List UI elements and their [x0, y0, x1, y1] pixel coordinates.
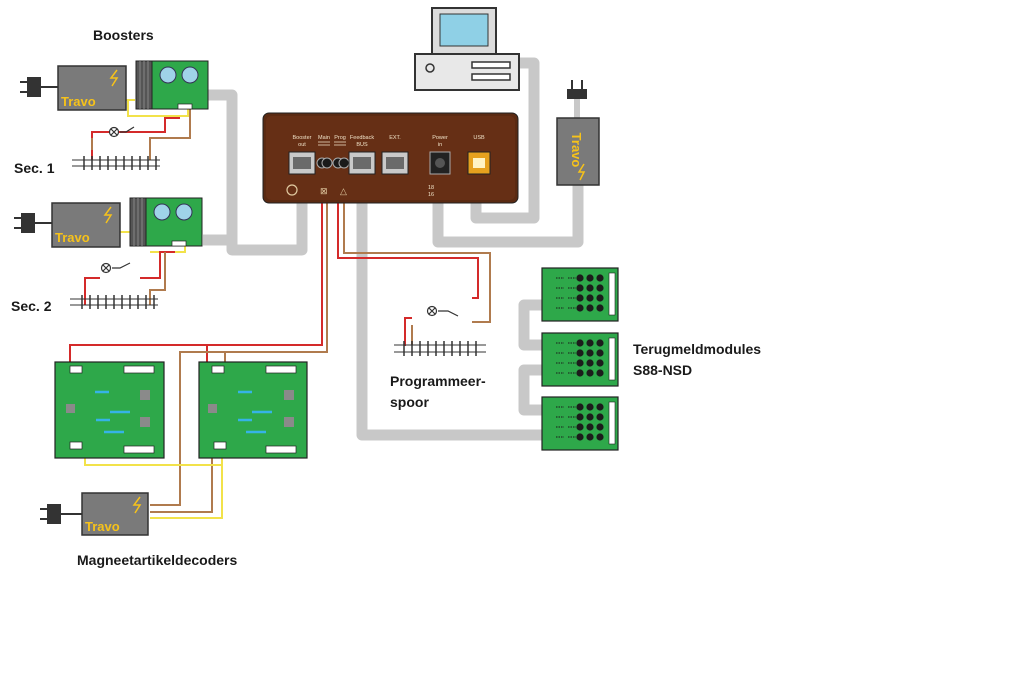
lbl-feedback-1: Feedback	[350, 135, 374, 141]
wire-b2-brown	[149, 252, 166, 305]
lamp-icon	[100, 262, 112, 274]
lbl-power-1: Power	[432, 135, 448, 141]
cable-usb	[470, 57, 540, 224]
programmeer-label-line2: spoor	[390, 394, 429, 410]
travo-booster1-label: Travo	[61, 94, 96, 109]
programmeer-label-line1: Programmeer-	[390, 373, 486, 389]
plug-icon	[40, 504, 82, 524]
lightning-icon	[132, 496, 142, 514]
plug-icon	[20, 77, 58, 97]
lbl-main: Main	[318, 135, 330, 141]
lightning-icon	[103, 206, 113, 224]
monitor-screen	[439, 13, 489, 47]
lightning-icon	[109, 69, 119, 87]
wire-main-red	[69, 172, 323, 362]
terugmeld-label-line2: S88-NSD	[633, 362, 693, 378]
plug-icon	[14, 213, 52, 233]
booster-2-board	[145, 197, 203, 247]
wire-prog-red	[337, 172, 479, 299]
s88-module-1	[541, 267, 619, 322]
cable-s88-2-3	[518, 364, 542, 416]
cable-s88-1-2	[518, 299, 542, 351]
lbl-voltage-1: 18	[428, 185, 434, 191]
travo-right: Travo	[556, 80, 600, 186]
sec2-label: Sec. 2	[11, 298, 52, 314]
computer	[414, 7, 520, 91]
decoder-2	[198, 361, 308, 459]
travo-booster1: Travo	[20, 65, 127, 111]
svg-text:△: △	[340, 186, 347, 196]
track-sec2	[70, 295, 158, 309]
lbl-voltage-2: 16	[428, 192, 434, 198]
s88-module-3	[541, 396, 619, 451]
switch-icon	[438, 310, 459, 317]
cable-power	[432, 175, 584, 248]
s88-module-2	[541, 332, 619, 387]
lamp-icon	[108, 126, 120, 138]
lbl-booster-out-1: Booster	[293, 135, 312, 141]
central-unit: ⊠ △ Booster out Main Prog Feedback BUS E…	[262, 112, 519, 204]
lamps	[100, 126, 459, 317]
port-prog-2	[338, 157, 350, 169]
lbl-prog: Prog	[334, 135, 346, 141]
plug-icon	[567, 80, 587, 99]
wire-main-brown-2	[180, 351, 226, 362]
cable-booster1	[208, 89, 308, 256]
wire-brown-dec2	[150, 458, 213, 513]
port-main-2	[321, 157, 333, 169]
terugmeld-label-line1: Terugmeldmodules	[633, 341, 762, 357]
magneet-label: Magneetartikeldecoders	[77, 552, 238, 568]
booster-1	[135, 60, 209, 110]
travo-right-body	[556, 117, 600, 186]
decoder-1	[54, 361, 165, 459]
track-sec1	[72, 156, 160, 170]
lbl-booster-out-2: out	[298, 142, 306, 148]
travo-decoders-label: Travo	[85, 519, 120, 534]
booster-2	[129, 197, 203, 247]
s88-modules	[541, 267, 619, 451]
lamp-icon	[426, 305, 438, 317]
wire-prog-red-b	[404, 317, 412, 346]
sec1-label: Sec. 1	[14, 160, 55, 176]
travo-booster2: Travo	[14, 202, 121, 248]
lightning-icon	[577, 163, 586, 181]
lbl-usb: USB	[473, 135, 485, 141]
tracks	[70, 156, 486, 356]
svg-text:⊠: ⊠	[320, 186, 328, 196]
booster-1-board	[151, 60, 209, 110]
travo-right-label: Travo	[569, 133, 584, 168]
track-programmeer	[394, 341, 486, 356]
lbl-ext: EXT.	[389, 135, 401, 141]
cable-feedback	[356, 175, 542, 441]
wire-b1-brown	[91, 108, 191, 160]
boosters-label: Boosters	[93, 27, 154, 43]
travo-decoders: Travo	[40, 492, 149, 536]
switch-icon	[120, 126, 135, 133]
wires	[69, 99, 491, 519]
wire-prog-brown	[343, 172, 491, 323]
lbl-power-2: in	[438, 142, 442, 148]
grey-cables	[203, 57, 584, 441]
travo-booster2-label: Travo	[55, 230, 90, 245]
wire-b2-red	[84, 251, 175, 305]
wire-b1-red	[91, 117, 180, 160]
switch-icon	[112, 262, 131, 269]
lbl-feedback-2: BUS	[356, 142, 368, 148]
